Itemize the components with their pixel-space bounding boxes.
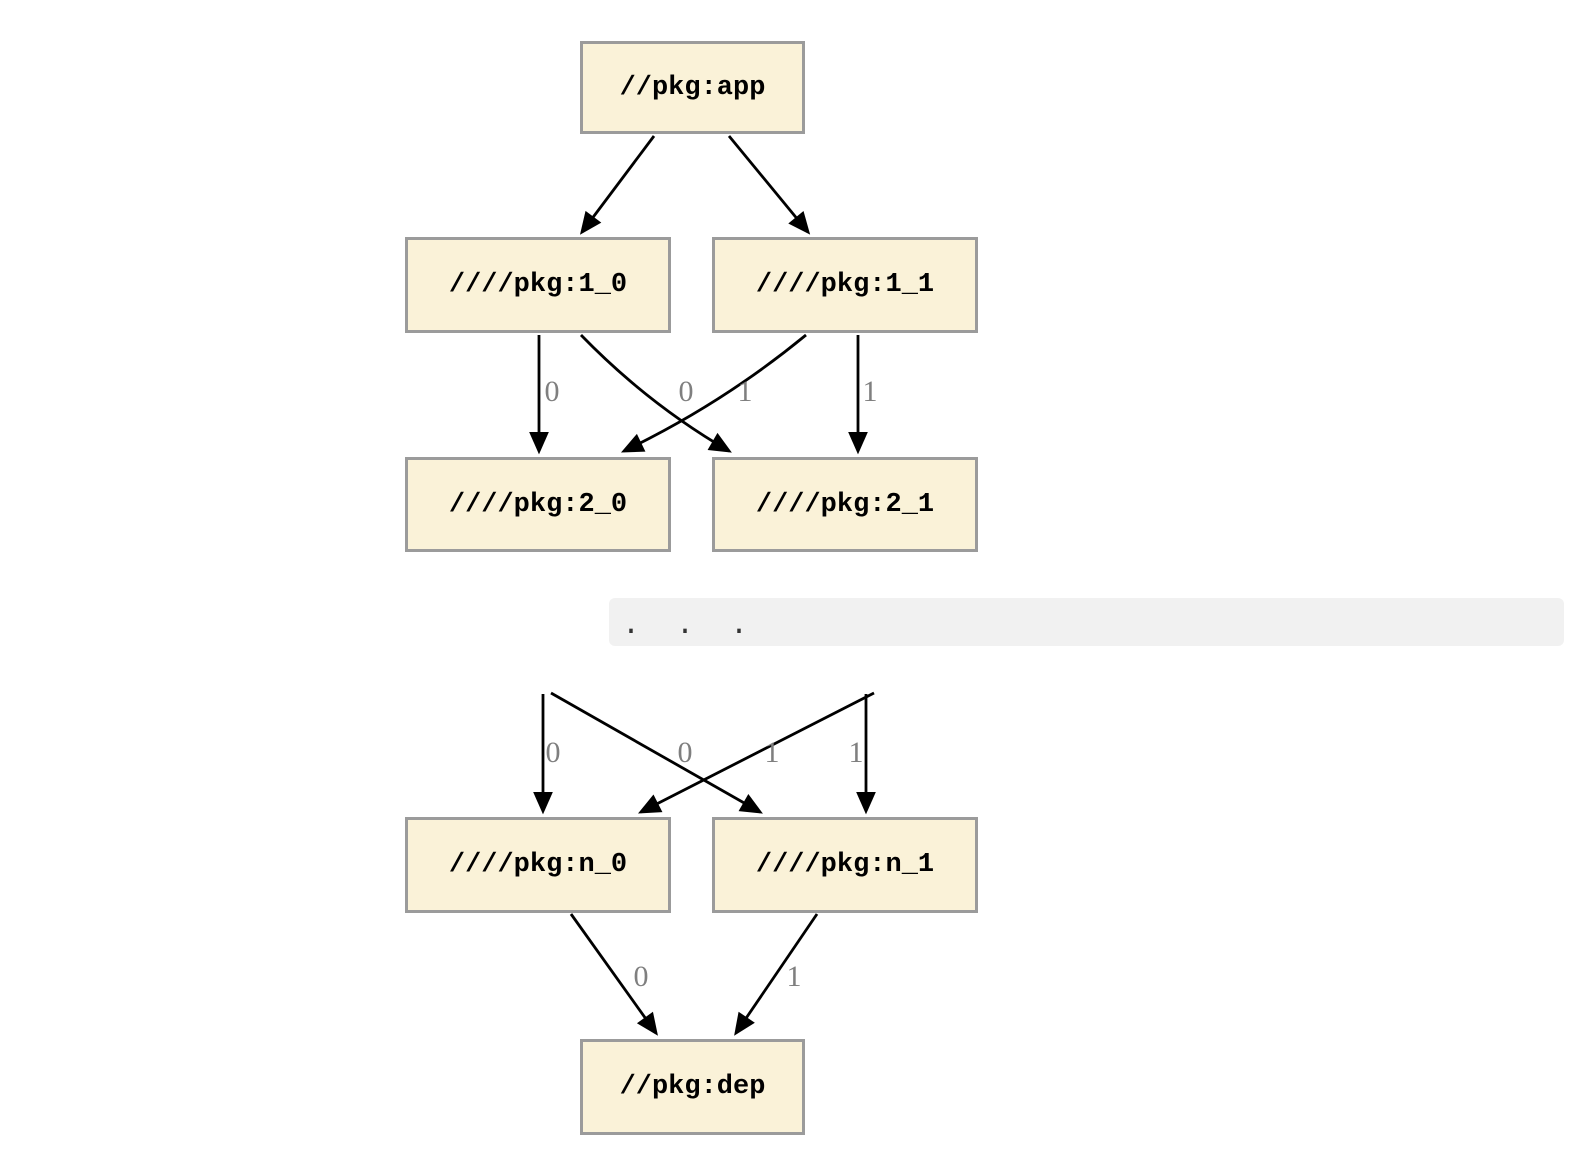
node-1_0: ////pkg:1_0 [405,237,671,333]
node-label: ////pkg:1_1 [755,270,935,300]
node-n_0: ////pkg:n_0 [405,817,671,913]
node-label: ////pkg:n_1 [755,850,935,880]
node-label: //pkg:app [619,72,766,103]
edge-label-1_0-to-2_0: 0 [545,375,560,408]
node-1_1: ////pkg:1_1 [712,237,978,333]
node-label: ////pkg:n_0 [448,850,628,880]
ellipsis-dots: . . . [622,609,749,643]
edge-label-ellipsis-to-n_1: 1 [849,736,864,769]
edge-app-to-1_1 [727,135,811,235]
edge-label-1_1-to-2_0: 1 [738,375,753,408]
node-n_1: ////pkg:n_1 [712,817,978,913]
node-app: //pkg:app [580,41,805,134]
edge-label-n_1-to-dep: 1 [787,960,802,993]
edge-label-n_0-to-dep: 0 [634,960,649,993]
edge-label-ellipsis-to-n_0: 0 [546,736,561,769]
edge-app-to-1_0 [579,135,656,235]
edge-1_1-to-2_0 [620,333,807,453]
node-dep: //pkg:dep [580,1039,805,1135]
ellipsis-code-band: . . . [609,598,1564,646]
edge-ellipsis-to-n_0 [638,691,875,814]
edge-label-ellipsis-to-n_0: 1 [765,736,780,769]
edge-n_1-to-dep [734,913,819,1036]
node-2_0: ////pkg:2_0 [405,457,671,552]
node-label: ////pkg:2_0 [448,489,628,520]
node-label: //pkg:dep [619,1072,766,1102]
node-label: ////pkg:1_0 [448,270,628,300]
node-label: ////pkg:2_1 [755,489,935,520]
edge-label-1_0-to-2_1: 0 [679,375,694,408]
edge-ellipsis-to-n_1 [550,691,763,814]
edge-1_0-to-2_1 [579,334,732,453]
edge-label-1_1-to-2_1: 1 [863,375,878,408]
node-2_1: ////pkg:2_1 [712,457,978,552]
edge-n_0-to-dep [569,913,658,1036]
edge-label-ellipsis-to-n_1: 0 [678,736,693,769]
